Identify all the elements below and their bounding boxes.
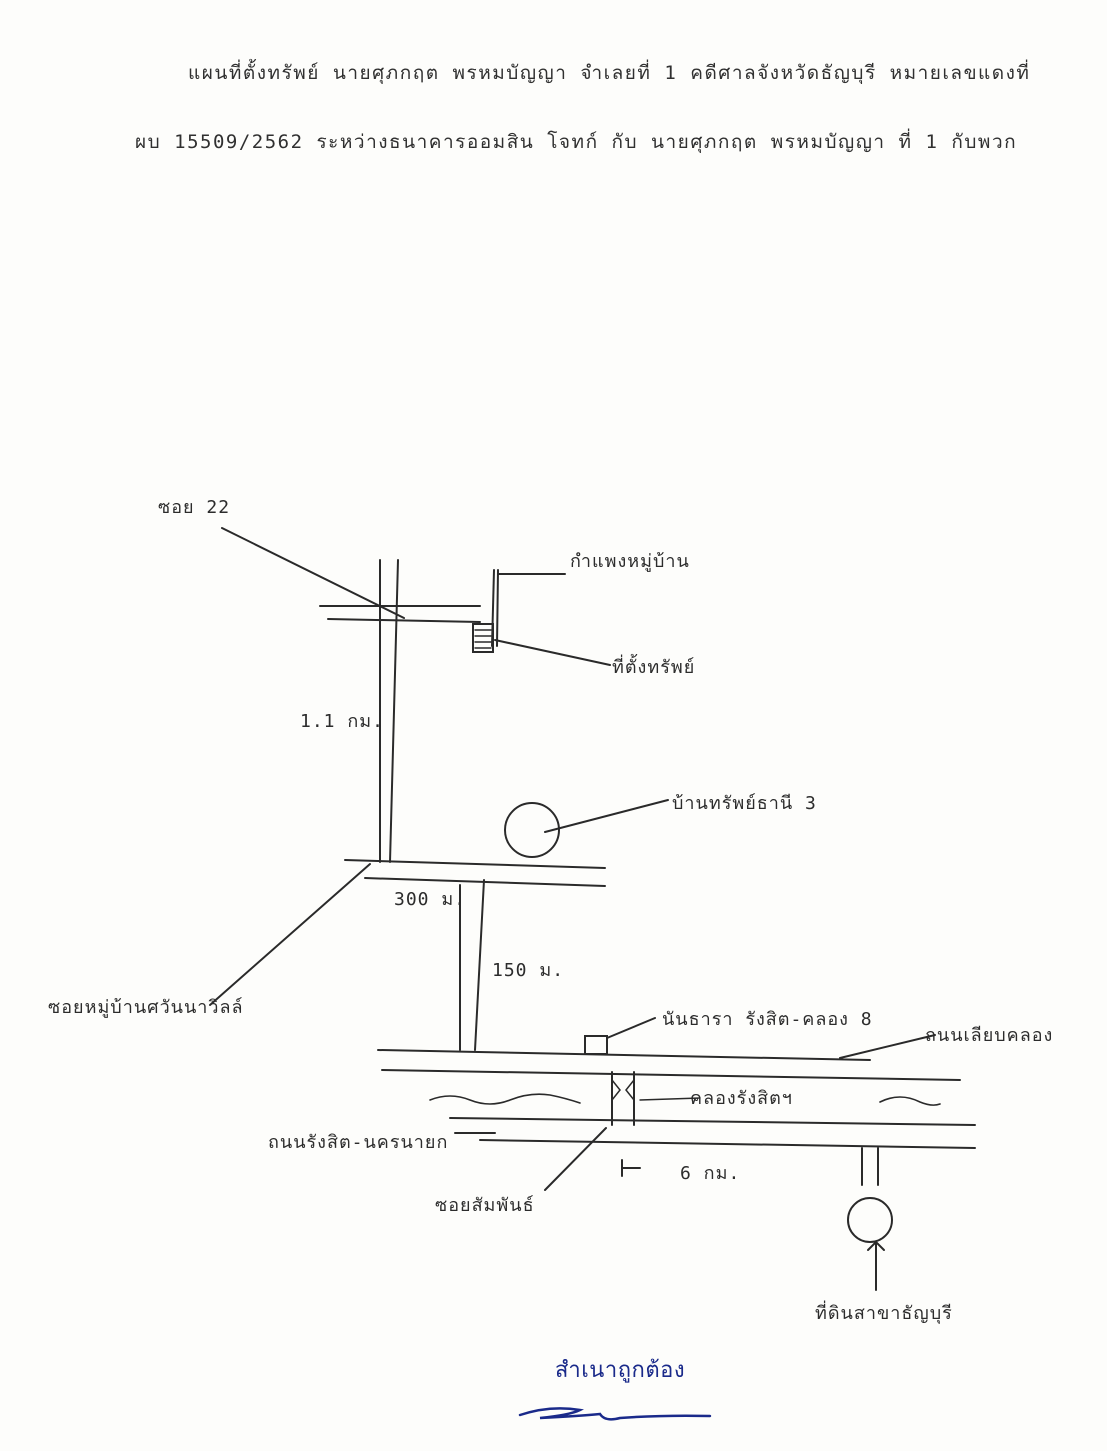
thanyaburi-branch-circle xyxy=(847,1197,893,1243)
canal-road-label: ถนนเลียบคลอง xyxy=(925,1025,1054,1046)
canal-road-pointer xyxy=(839,1034,936,1059)
ban-sap-thani-circle xyxy=(504,802,560,858)
canal-road-bottom xyxy=(381,1069,961,1081)
property-pointer xyxy=(494,639,611,666)
ban-sap-thani-label: บ้านทรัพย์ธานี 3 xyxy=(672,793,817,814)
soi22-road-right xyxy=(389,559,399,863)
soi-village-label: ซอยหมู่บ้านศวันนาวิลล์ xyxy=(48,997,244,1018)
dist-6km-label: 6 กม. xyxy=(680,1163,741,1184)
header-line-1: แผนที่ตั้งทรัพย์ นายศุภกฤต พรหมบัญญา จำเ… xyxy=(188,62,1031,84)
soi-150-right xyxy=(474,879,485,1051)
nantara-marker xyxy=(584,1035,608,1055)
soi22-label: ซอย 22 xyxy=(158,497,231,518)
property-marker xyxy=(472,623,494,653)
property-location-label: ที่ตั้งทรัพย์ xyxy=(612,657,696,678)
rangsit-road-bottom xyxy=(479,1139,976,1149)
ban-sap-pointer xyxy=(544,799,669,833)
soi-village-pointer xyxy=(209,863,371,1006)
dist-300m-label: 300 ม. xyxy=(394,889,467,910)
canal-road-top xyxy=(377,1049,871,1061)
soi-sampan-label: ซอยสัมพันธ์ xyxy=(435,1195,535,1216)
soi22-pointer xyxy=(221,527,405,619)
header-line-2: ผบ 15509/2562 ระหว่างธนาคารออมสิน โจทก์ … xyxy=(135,131,1018,153)
canal-waves xyxy=(429,1093,581,1105)
village-wall-line-2 xyxy=(496,569,499,647)
spur-road-bottom xyxy=(327,618,481,623)
soi-village-road-bottom xyxy=(364,877,606,887)
nantara-pointer xyxy=(606,1017,656,1039)
thanyaburi-branch-label: ที่ดินสาขาธัญบุรี xyxy=(815,1303,953,1324)
rangsit-road-top xyxy=(449,1117,976,1126)
rangsit-road-label: ถนนรังสิต-นครนายก xyxy=(268,1132,449,1153)
nantara-label: นันธารา รังสิต-คลอง 8 xyxy=(662,1009,873,1030)
soi-sampan-pointer xyxy=(544,1127,607,1191)
village-wall-label: กำแพงหมู่บ้าน xyxy=(570,551,690,572)
signature xyxy=(518,1407,712,1421)
canal-label: คลองรังสิตฯ xyxy=(690,1088,793,1109)
soi-village-road-top xyxy=(344,859,606,869)
dist-1-1km-label: 1.1 กม. xyxy=(300,711,384,732)
dist-150m-label: 150 ม. xyxy=(492,960,565,981)
certified-copy-stamp: สำเนาถูกต้อง xyxy=(555,1358,686,1383)
